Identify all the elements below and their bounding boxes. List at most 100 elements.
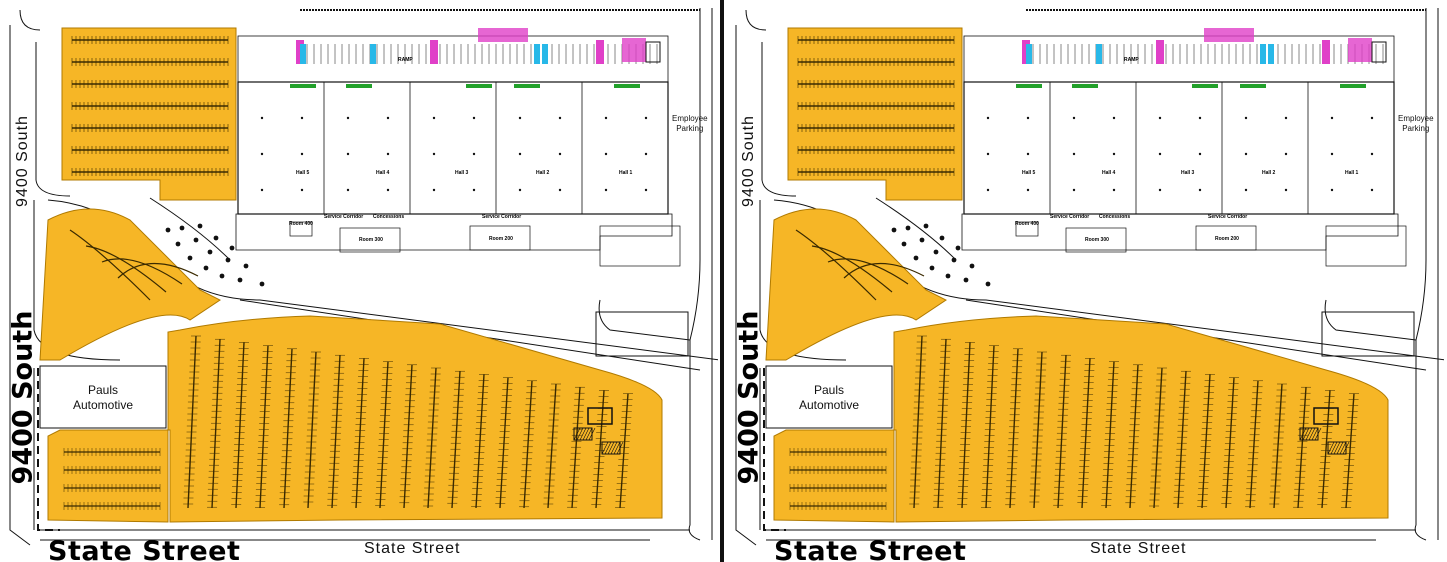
accent-cyan-block xyxy=(1260,44,1266,64)
stall-row xyxy=(379,361,389,509)
column-marker xyxy=(432,188,436,192)
stall-row xyxy=(1273,383,1283,509)
hatch-stroke xyxy=(1311,427,1319,441)
tree-icon xyxy=(207,249,213,255)
north-lot xyxy=(787,27,963,201)
stall-row xyxy=(1105,361,1115,509)
hatch-stroke xyxy=(1336,441,1344,455)
column-marker xyxy=(472,188,476,192)
accent-cyan-block xyxy=(1026,44,1032,64)
hatch-stroke xyxy=(613,441,621,455)
hall-1-label: Hall 1 xyxy=(1345,170,1359,176)
tree-icon xyxy=(951,257,957,263)
column-marker xyxy=(604,116,608,120)
tree-grove xyxy=(165,223,265,287)
tree-icon xyxy=(165,227,171,233)
column-marker xyxy=(644,116,648,120)
hatch-stroke xyxy=(1339,441,1347,455)
column-marker xyxy=(604,188,608,192)
hatch-stroke xyxy=(616,441,624,455)
column-marker xyxy=(1370,152,1374,156)
service-wing xyxy=(235,213,673,251)
west-lot xyxy=(765,208,947,361)
curb-line xyxy=(9,25,31,546)
column-marker xyxy=(346,188,350,192)
accent-green-strip xyxy=(614,84,640,88)
column-marker xyxy=(986,152,990,156)
column-marker xyxy=(300,188,304,192)
curb-line xyxy=(688,8,701,541)
ramp-icon xyxy=(1371,41,1387,63)
lobby-block xyxy=(237,35,669,83)
column-marker xyxy=(518,188,522,192)
stall-row xyxy=(475,374,485,509)
stall-row xyxy=(1057,355,1067,509)
accent-green-strip xyxy=(1016,84,1042,88)
column-marker xyxy=(432,152,436,156)
tree-icon xyxy=(945,273,951,279)
service-corridor-label-2: Service Corridor xyxy=(482,214,522,220)
exhibit-halls xyxy=(237,81,669,215)
hatch-stroke xyxy=(576,427,584,441)
accent-cyan-block xyxy=(1268,44,1274,64)
stall-row xyxy=(547,383,557,509)
site-plan-map xyxy=(9,8,718,546)
accent-green-strip xyxy=(1340,84,1366,88)
curb-line xyxy=(735,25,757,546)
column-marker xyxy=(1026,188,1030,192)
column-marker xyxy=(1072,188,1076,192)
accent-cyan-block xyxy=(300,44,306,64)
stall-row xyxy=(499,377,509,509)
column-marker xyxy=(558,188,562,192)
stall-row xyxy=(1321,390,1331,509)
column-marker xyxy=(1158,152,1162,156)
pauls-line-2: Automotive xyxy=(798,398,860,412)
curb-line xyxy=(1414,8,1427,541)
accent-pink-block xyxy=(622,38,646,62)
stall-row xyxy=(1009,348,1019,509)
stall-row xyxy=(1345,393,1355,509)
stall-row xyxy=(523,380,533,509)
service-corridor-label: Service Corridor xyxy=(1050,214,1090,220)
column-marker xyxy=(386,152,390,156)
cross-street-label-thin: 9400 South xyxy=(14,115,31,207)
curb-line xyxy=(761,42,797,197)
stall-row xyxy=(937,339,947,509)
tree-icon xyxy=(939,235,945,241)
column-marker xyxy=(386,188,390,192)
room-400-label: Room 400 xyxy=(289,221,313,227)
main-street-label-thin: State Street xyxy=(364,540,461,557)
cross-street-label-bold: 9400 South xyxy=(7,310,39,485)
stall-row xyxy=(1249,380,1259,509)
hatch-stroke xyxy=(1314,427,1322,441)
room-block xyxy=(289,221,313,237)
pauls-automotive-parcel xyxy=(39,365,167,429)
stall-row xyxy=(985,345,995,509)
entrance-accents xyxy=(290,28,661,88)
expo-building xyxy=(235,9,700,267)
column-marker xyxy=(1284,188,1288,192)
hatch-stroke xyxy=(1330,441,1338,455)
tree-icon xyxy=(933,249,939,255)
room-block xyxy=(469,225,531,251)
stall-row xyxy=(259,345,269,509)
column-marker xyxy=(260,116,264,120)
hatch-stroke xyxy=(601,441,609,455)
column-marker xyxy=(604,152,608,156)
stall-row xyxy=(427,367,437,509)
service-corridor-label: Service Corridor xyxy=(324,214,364,220)
stall-row xyxy=(619,393,629,509)
main-street-label-bold: State Street xyxy=(48,536,241,562)
room-300-label: Room 300 xyxy=(359,237,383,243)
column-marker xyxy=(346,116,350,120)
hatch-stroke xyxy=(1299,427,1307,441)
tree-icon xyxy=(197,223,203,229)
stall-row xyxy=(1153,367,1163,509)
accent-green-strip xyxy=(1240,84,1266,88)
ramp-label: RAMP xyxy=(398,57,413,63)
service-corridor-label-2: Service Corridor xyxy=(1208,214,1248,220)
column-marker xyxy=(1112,152,1116,156)
curb-line xyxy=(1324,299,1417,341)
accent-green-strip xyxy=(290,84,316,88)
ramp-label: RAMP xyxy=(1124,57,1139,63)
